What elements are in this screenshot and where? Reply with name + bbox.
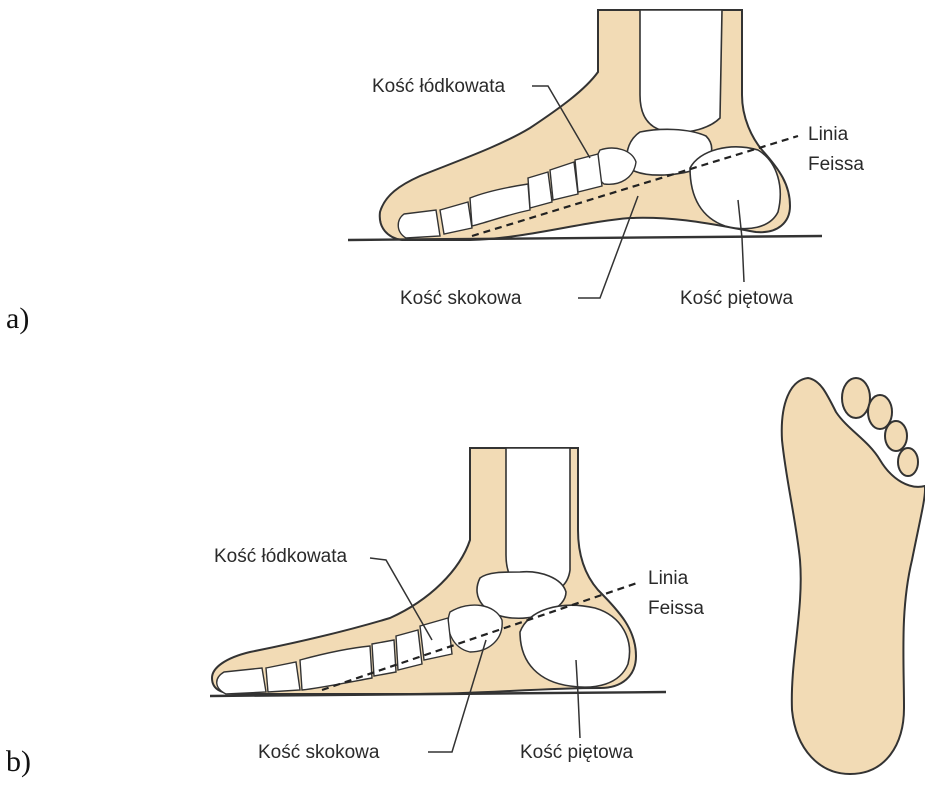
footprint-toe-4 [898, 448, 918, 476]
foot-b-label-talus: Kość skokowa [258, 742, 380, 763]
foot-a-tibia [640, 10, 722, 132]
foot-a-label-talus: Kość skokowa [400, 288, 522, 309]
foot-a-label-feiss-2: Feissa [808, 154, 864, 175]
footprint-toe-1 [842, 378, 870, 418]
foot-b: Kość łódkowata Linia Feissa Kość skokowa… [210, 448, 704, 763]
foot-a: Kość łódkowata Linia Feissa Kość skokowa… [348, 10, 864, 309]
foot-a-label-navicular: Kość łódkowata [372, 76, 506, 97]
foot-b-label-feiss-1: Linia [648, 568, 689, 589]
foot-b-label-navicular: Kość łódkowata [214, 546, 348, 567]
footprint-toe-3 [885, 421, 907, 451]
foot-b-label-calcaneus: Kość piętowa [520, 742, 633, 763]
foot-a-label-calcaneus: Kość piętowa [680, 288, 793, 309]
footprint [782, 378, 925, 774]
foot-a-label-feiss-1: Linia [808, 124, 849, 145]
foot-b-label-feiss-2: Feissa [648, 598, 704, 619]
